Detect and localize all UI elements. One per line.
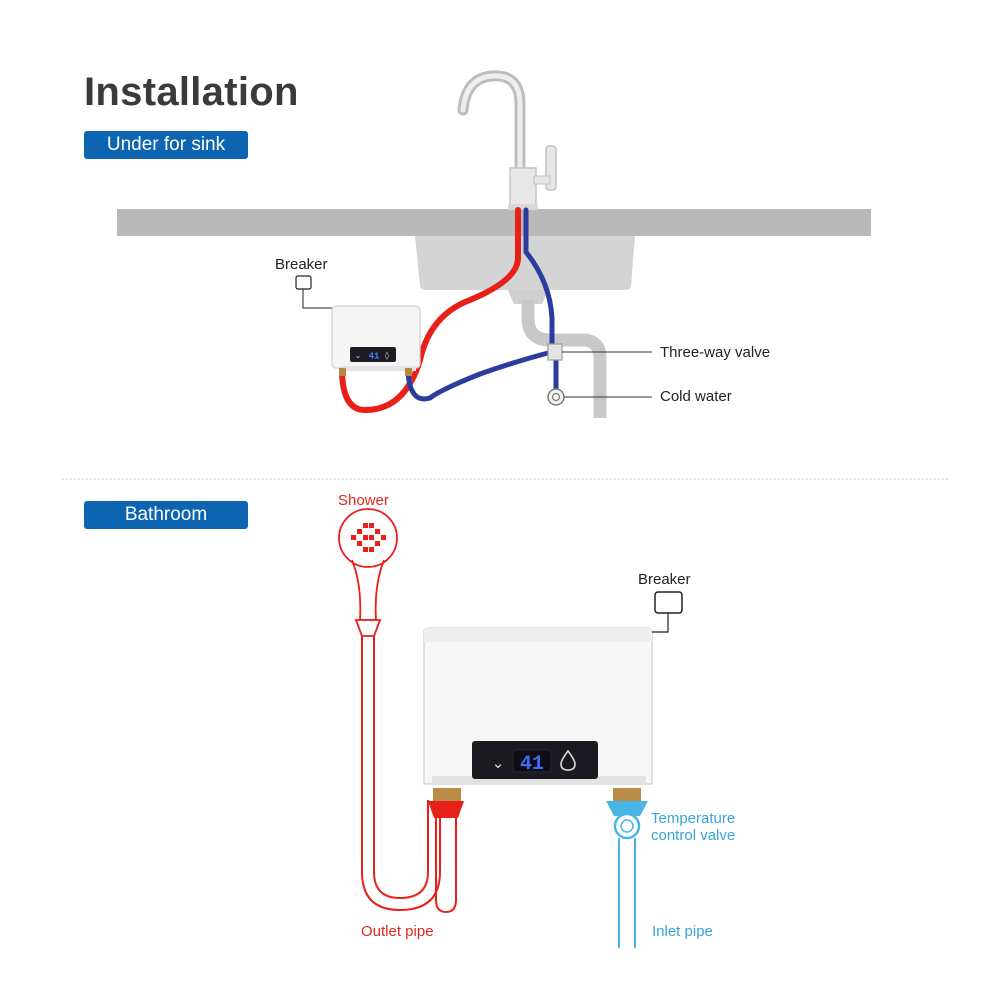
outlet-hose — [361, 636, 441, 912]
shower-hose-connector — [354, 619, 382, 637]
faucet-body — [509, 167, 537, 207]
cold-water-label: Cold water — [660, 388, 732, 405]
sink-display-readout: 41 — [369, 352, 380, 362]
outlet-pipe-label: Outlet pipe — [361, 923, 434, 940]
sink-section-badge: Under for sink — [84, 131, 248, 159]
three-way-valve — [547, 343, 563, 361]
page-title: Installation — [84, 70, 299, 114]
faucet — [457, 70, 526, 178]
faucet-base — [508, 204, 538, 210]
sink-bowl — [415, 236, 635, 290]
countertop — [117, 209, 871, 236]
shower-nozzle-pattern — [351, 523, 386, 552]
inlet-pipe-label: Inlet pipe — [652, 923, 713, 940]
breaker-box-sink — [295, 275, 312, 290]
cold-pipe-sink — [405, 207, 555, 402]
temperature-control-valve — [613, 812, 641, 840]
outlet-pipe — [435, 899, 457, 914]
inlet-connector — [606, 801, 648, 816]
temperature-label-line1: Temperature — [651, 810, 736, 827]
sink-display-chevron-icon: ⌄ — [355, 351, 362, 360]
faucet-handle-arm — [533, 175, 551, 185]
bath-breaker-label: Breaker — [638, 571, 691, 588]
cold-water-valve — [547, 388, 565, 406]
sink-display-drop-icon: ◊ — [385, 351, 389, 360]
sink-breaker-label: Breaker — [275, 256, 328, 273]
bath-display-readout: 41 — [520, 753, 544, 776]
drain-neck — [508, 290, 548, 304]
drain-trap — [521, 300, 607, 418]
breaker-box-bath — [654, 591, 683, 614]
inlet-pipe — [618, 838, 636, 948]
water-heater-small — [331, 305, 421, 376]
shower-label: Shower — [338, 492, 389, 509]
bath-display-drop-icon — [560, 749, 576, 771]
temperature-label-line2: control valve — [651, 827, 736, 844]
temperature-control-valve-label: Temperature control valve — [651, 810, 735, 844]
outlet-connector — [428, 801, 464, 818]
three-way-valve-label: Three-way valve — [660, 344, 771, 361]
inlet-fitting — [613, 788, 641, 802]
bath-display-chevron-icon: ⌄ — [492, 754, 505, 772]
shower-handle — [351, 559, 385, 621]
bathroom-section-badge: Bathroom — [84, 501, 248, 529]
outlet-fitting — [433, 788, 461, 802]
water-heater-large — [423, 627, 653, 785]
